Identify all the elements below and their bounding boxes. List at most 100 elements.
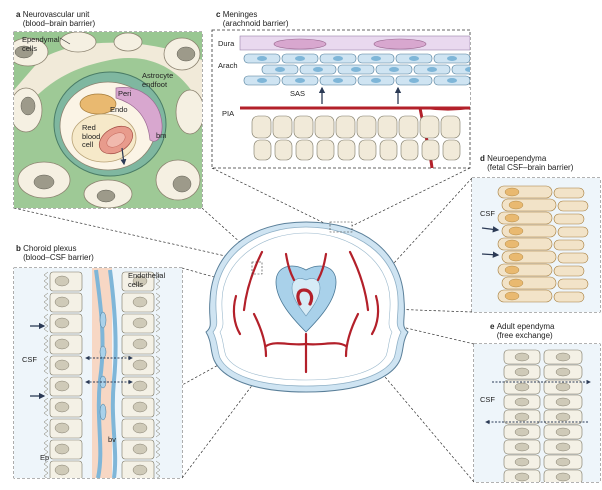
- ependymal-cells-label: Ependymal cells: [22, 35, 60, 53]
- cell-nucleus: [275, 67, 285, 72]
- microvilli: [155, 397, 161, 417]
- glial-cell: [295, 139, 314, 161]
- microvilli: [43, 334, 49, 354]
- cell-nucleus: [132, 464, 148, 476]
- cell-nucleus: [295, 56, 305, 61]
- panel-e-heading: e Adult ependyma (free exchange): [490, 322, 555, 340]
- cell-nucleus: [409, 56, 419, 61]
- cell-nucleus: [295, 78, 305, 83]
- panel-e-letter: e: [490, 322, 495, 331]
- cell-nucleus: [54, 380, 70, 392]
- glial-cell: [358, 139, 377, 161]
- cell-nucleus: [514, 457, 530, 467]
- cell-nucleus: [54, 275, 70, 287]
- microvilli: [43, 397, 49, 417]
- cell-nucleus: [555, 412, 571, 422]
- cell-nucleus: [504, 239, 520, 249]
- cell-nucleus: [351, 67, 361, 72]
- panel-d-heading: d Neuroependyma (fetal CSF–brain barrier…: [480, 154, 573, 172]
- cell-nucleus: [132, 401, 148, 413]
- cell-nucleus: [514, 367, 530, 377]
- panel-c-heading: c Meninges (arachnoid barrier): [216, 10, 289, 28]
- microvilli: [43, 439, 49, 459]
- microvilli: [155, 292, 161, 312]
- cell-nucleus: [514, 382, 530, 392]
- cell-nucleus: [54, 359, 70, 371]
- panel-b-csf-label: CSF: [22, 355, 37, 364]
- cell-nucleus: [555, 427, 571, 437]
- cell-nucleus: [555, 472, 571, 482]
- neuroepithelial-cell: [553, 291, 585, 303]
- arach-label: Arach: [218, 61, 238, 70]
- microvilli: [155, 334, 161, 354]
- glial-cell: [272, 115, 293, 139]
- cell-nucleus: [132, 275, 148, 287]
- cell-nucleus: [514, 427, 530, 437]
- microvilli: [155, 313, 161, 333]
- cell-nucleus: [447, 56, 457, 61]
- panel-d-title: Neuroependyma (fetal CSF–brain barrier): [487, 154, 574, 172]
- cell-nucleus: [132, 296, 148, 308]
- arachnoid-cell: [451, 64, 470, 75]
- cell-nucleus: [508, 226, 524, 236]
- cell-nucleus: [132, 317, 148, 329]
- panel-b-letter: b: [16, 244, 21, 253]
- cell-nucleus: [514, 442, 530, 452]
- panel-e: [473, 343, 601, 483]
- microvilli: [43, 271, 49, 291]
- panel-a-heading: a Neurovascular unit (blood–brain barrie…: [16, 10, 95, 28]
- panel-d-csf-label: CSF: [480, 209, 495, 218]
- panel-b: [13, 267, 183, 479]
- glial-cell: [377, 115, 398, 139]
- cell-nucleus: [504, 213, 520, 223]
- microvilli: [155, 271, 161, 291]
- glial-cell: [253, 139, 272, 161]
- glial-cell: [316, 139, 335, 161]
- cell-nucleus: [54, 464, 70, 476]
- microvilli: [155, 460, 161, 478]
- glial-cell: [314, 115, 335, 139]
- neuroepithelial-cell: [557, 252, 589, 264]
- glial-cell: [400, 139, 419, 161]
- glial-cell: [251, 115, 272, 139]
- cell-nucleus: [389, 67, 399, 72]
- pia-label: PIA: [222, 109, 235, 118]
- glial-cell: [442, 139, 461, 161]
- cell-nucleus: [508, 278, 524, 288]
- cell-nucleus: [54, 401, 70, 413]
- cell-nucleus: [54, 296, 70, 308]
- cell-nucleus: [257, 78, 267, 83]
- glial-cell: [356, 115, 377, 139]
- panel-e-title: Adult ependyma (free exchange): [496, 322, 555, 340]
- panel-c-letter: c: [216, 10, 221, 19]
- cell-nucleus: [465, 67, 470, 72]
- microvilli: [155, 418, 161, 438]
- brain-section: [205, 221, 409, 393]
- microvilli: [155, 439, 161, 459]
- cell-nucleus: [333, 78, 343, 83]
- peri-label: Peri: [118, 89, 132, 98]
- neuroepithelial-cell: [553, 265, 585, 277]
- microvilli: [43, 460, 49, 478]
- panel-d: [471, 177, 601, 313]
- panel-b-heading: b Choroid plexus (blood–CSF barrier): [16, 244, 94, 262]
- cell-nucleus: [514, 412, 530, 422]
- microvilli: [43, 418, 49, 438]
- microvilli: [43, 376, 49, 396]
- cell-nucleus: [504, 187, 520, 197]
- cell-nucleus: [409, 78, 419, 83]
- neuroepithelial-cell: [557, 278, 589, 290]
- red-blood-cell-label: Red blood cell: [82, 123, 101, 149]
- bv-label: bv: [108, 435, 116, 444]
- cell-nucleus: [514, 397, 530, 407]
- glial-cell: [419, 115, 440, 139]
- panel-a-title: Neurovascular unit (blood–brain barrier): [22, 10, 96, 28]
- cell-nucleus: [132, 422, 148, 434]
- neuroepithelial-cell: [557, 200, 589, 212]
- cell-nucleus: [555, 442, 571, 452]
- panel-c: [211, 29, 471, 169]
- cell-nucleus: [132, 380, 148, 392]
- cell-nucleus: [555, 397, 571, 407]
- microvilli: [43, 355, 49, 375]
